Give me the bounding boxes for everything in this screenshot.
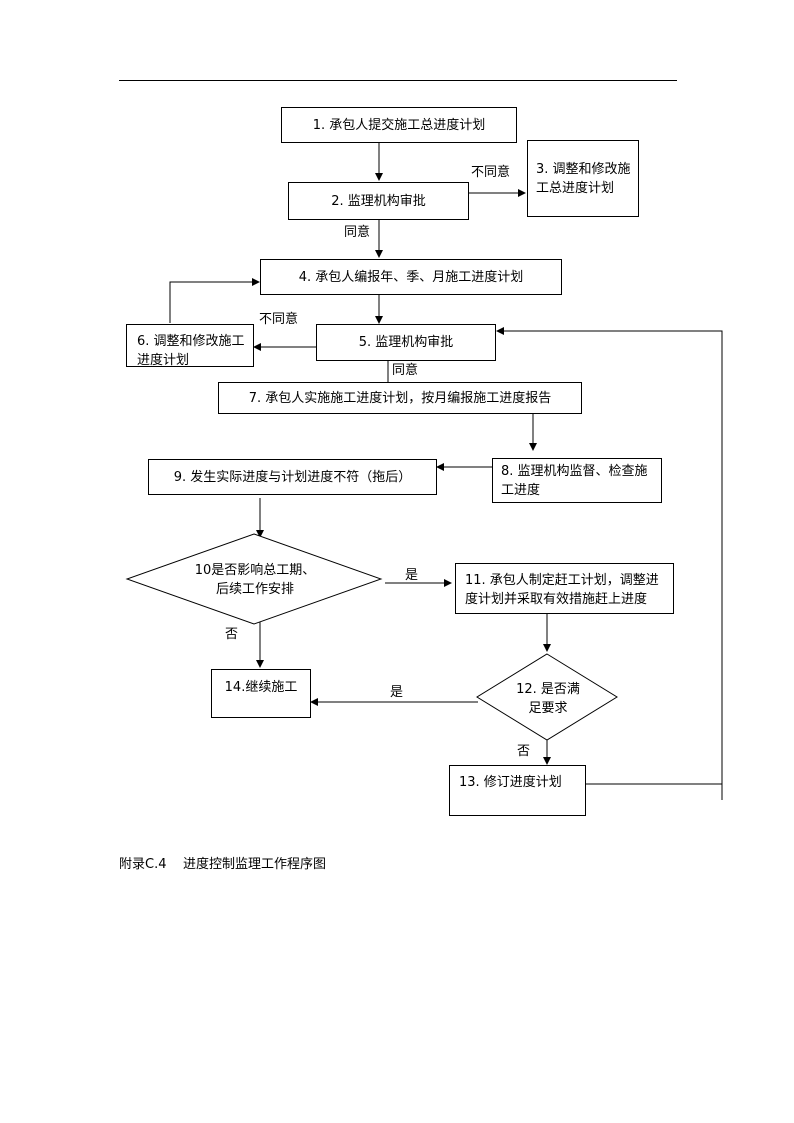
label-disagree-1: 不同意 [471, 165, 511, 180]
step-4-compile-periodic-schedule: 4. 承包人编报年、季、月施工进度计划 [260, 259, 562, 295]
step-2-supervisor-approval: 2. 监理机构审批 [288, 182, 469, 220]
step-14-continue-construction: 14.继续施工 [211, 669, 311, 718]
figure-caption: 附录C.4 进度控制监理工作程序图 [119, 857, 327, 872]
edge-6-4 [169, 278, 260, 323]
step-9-actual-behind-plan: 9. 发生实际进度与计划进度不符（拖后） [148, 459, 437, 495]
header-rule [119, 80, 677, 81]
label-no-2: 否 [517, 744, 531, 759]
label-agree-2: 同意 [392, 363, 419, 378]
decision-12-meets-requirements: 12. 是否满足要求 [516, 682, 580, 716]
label-agree-1: 同意 [344, 225, 371, 240]
decision-10-affects-schedule: 10是否影响总工期、后续工作安排 [194, 563, 316, 597]
step-11-catch-up-plan: 11. 承包人制定赶工计划，调整进度计划并采取有效措施赶上进度 [455, 563, 674, 614]
step-13-revise-schedule: 13. 修订进度计划 [449, 765, 586, 816]
edge-13-5-loop [496, 327, 723, 785]
step-1-submit-master-schedule: 1. 承包人提交施工总进度计划 [281, 107, 517, 143]
diamond-10-shape [125, 533, 383, 625]
step-6-revise-schedule: 6. 调整和修改施工进度计划 [126, 324, 254, 367]
step-8-supervise-inspect-progress: 8. 监理机构监督、检查施工进度 [492, 458, 662, 503]
label-disagree-2: 不同意 [259, 312, 299, 327]
label-yes-2: 是 [390, 685, 404, 700]
step-7-implement-and-report: 7. 承包人实施施工进度计划，按月编报施工进度报告 [218, 382, 582, 414]
step-5-supervisor-approval: 5. 监理机构审批 [316, 324, 496, 361]
label-yes-1: 是 [405, 568, 419, 583]
label-no-1: 否 [225, 627, 239, 642]
step-3-revise-master-schedule: 3. 调整和修改施工总进度计划 [527, 140, 639, 217]
diamond-12-shape [476, 653, 618, 741]
